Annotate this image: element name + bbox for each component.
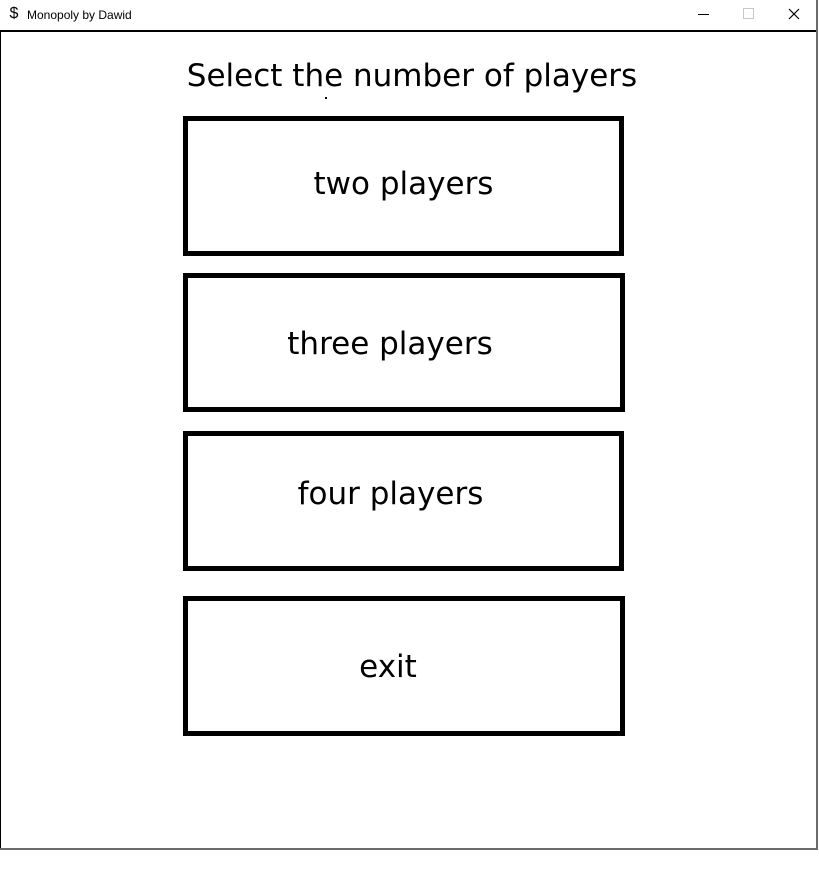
maximize-icon <box>743 8 754 19</box>
exit-label: exit <box>359 649 417 685</box>
title-bar[interactable]: $ Monopoly by Dawid <box>0 0 816 30</box>
window-title: Monopoly by Dawid <box>27 8 132 22</box>
minimize-icon <box>698 14 709 15</box>
three-players-button[interactable]: three players <box>183 273 625 412</box>
maximize-button[interactable] <box>725 0 771 30</box>
two-players-button[interactable]: two players <box>183 116 624 256</box>
minimize-button[interactable] <box>680 0 726 30</box>
dollar-icon: $ <box>9 5 19 22</box>
stray-dot <box>325 97 327 99</box>
four-players-label: four players <box>297 476 484 512</box>
two-players-label: two players <box>313 166 494 202</box>
close-icon <box>788 8 800 20</box>
close-button[interactable] <box>770 0 816 30</box>
app-window: $ Monopoly by Dawid Select the number of… <box>0 0 818 850</box>
three-players-label: three players <box>287 326 493 362</box>
exit-button[interactable]: exit <box>183 596 625 736</box>
page-title: Select the number of players <box>186 58 638 94</box>
four-players-button[interactable]: four players <box>183 431 624 571</box>
